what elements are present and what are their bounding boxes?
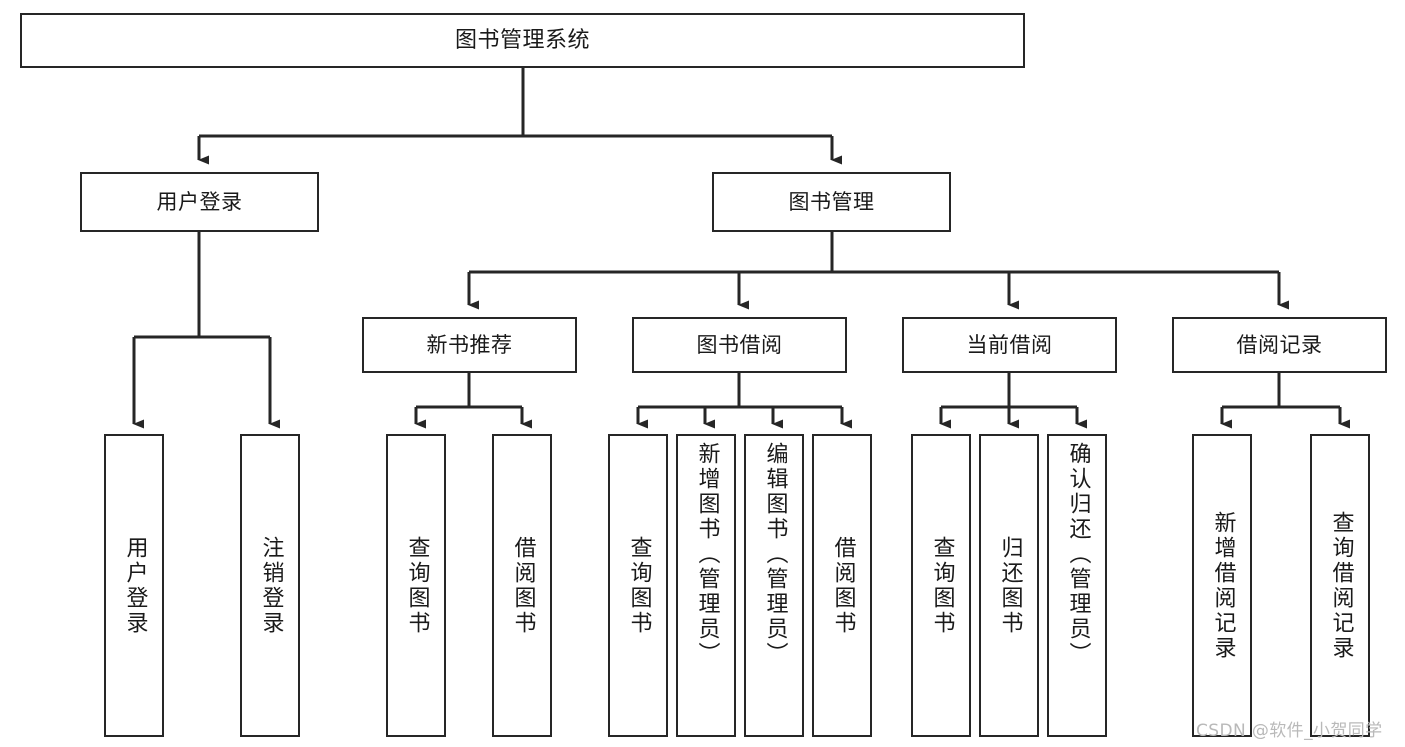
node-borrow-record[interactable]: 借阅记录: [1172, 317, 1387, 373]
node-borrow-record-label: 借阅记录: [1236, 332, 1323, 357]
node-leaf-query-book-1-label: 查询图书: [404, 535, 430, 636]
node-leaf-query-book-3[interactable]: 查询图书: [911, 434, 971, 737]
node-leaf-confirm-return[interactable]: 确认归还（管理员）: [1047, 434, 1107, 737]
node-current-borrow-label: 当前借阅: [966, 332, 1053, 357]
node-user-login[interactable]: 用户登录: [80, 172, 319, 232]
node-leaf-query-book-3-label: 查询图书: [929, 535, 955, 636]
node-leaf-user-logout[interactable]: 注销登录: [240, 434, 300, 737]
node-root[interactable]: 图书管理系统: [20, 13, 1025, 68]
node-leaf-return-book[interactable]: 归还图书: [979, 434, 1039, 737]
node-leaf-edit-book-label: 编辑图书（管理员）: [762, 442, 788, 667]
node-root-label: 图书管理系统: [454, 27, 590, 53]
node-leaf-add-record-label: 新增借阅记录: [1210, 510, 1236, 661]
node-user-login-label: 用户登录: [156, 189, 243, 214]
node-leaf-add-record[interactable]: 新增借阅记录: [1192, 434, 1252, 737]
node-leaf-user-logout-label: 注销登录: [258, 535, 284, 636]
node-leaf-add-book[interactable]: 新增图书（管理员）: [676, 434, 736, 737]
watermark-text: CSDN @软件_小贺同学: [1196, 721, 1383, 741]
node-leaf-query-book-2[interactable]: 查询图书: [608, 434, 668, 737]
node-new-book-recommend-label: 新书推荐: [426, 332, 513, 357]
node-book-manage-label: 图书管理: [788, 189, 875, 214]
node-new-book-recommend[interactable]: 新书推荐: [362, 317, 577, 373]
node-leaf-borrow-book-1[interactable]: 借阅图书: [492, 434, 552, 737]
node-leaf-query-record[interactable]: 查询借阅记录: [1310, 434, 1370, 737]
node-leaf-borrow-book-2-label: 借阅图书: [830, 535, 856, 636]
node-book-borrow[interactable]: 图书借阅: [632, 317, 847, 373]
node-leaf-query-book-1[interactable]: 查询图书: [386, 434, 446, 737]
node-leaf-add-book-label: 新增图书（管理员）: [694, 442, 720, 667]
node-leaf-edit-book[interactable]: 编辑图书（管理员）: [744, 434, 804, 737]
node-leaf-user-login[interactable]: 用户登录: [104, 434, 164, 737]
node-leaf-return-book-label: 归还图书: [997, 535, 1023, 636]
node-leaf-query-record-label: 查询借阅记录: [1328, 510, 1354, 661]
node-book-borrow-label: 图书借阅: [696, 332, 783, 357]
node-book-manage[interactable]: 图书管理: [712, 172, 951, 232]
node-leaf-borrow-book-1-label: 借阅图书: [510, 535, 536, 636]
node-current-borrow[interactable]: 当前借阅: [902, 317, 1117, 373]
node-leaf-user-login-label: 用户登录: [122, 535, 148, 636]
node-leaf-borrow-book-2[interactable]: 借阅图书: [812, 434, 872, 737]
node-leaf-confirm-return-label: 确认归还（管理员）: [1065, 442, 1091, 667]
node-leaf-query-book-2-label: 查询图书: [626, 535, 652, 636]
